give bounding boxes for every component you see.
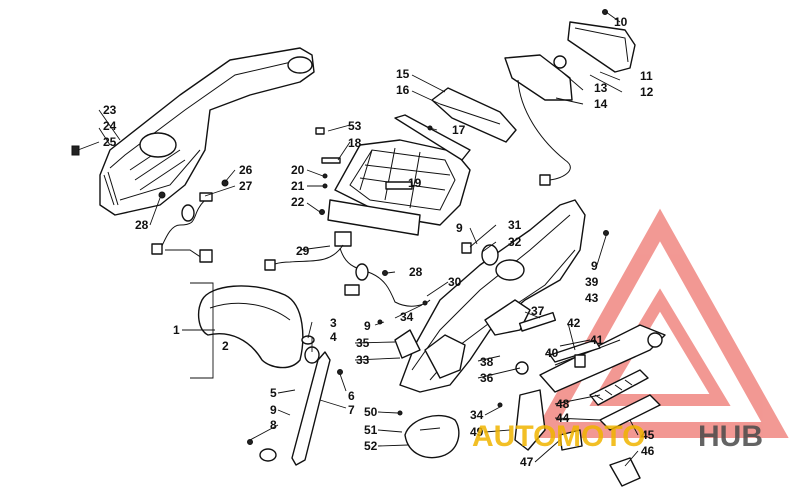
center-wiring-harness [264,231,431,307]
callout-26: 26 [239,163,253,177]
callout-32: 32 [508,235,522,249]
callout-11: 11 [640,69,653,83]
callout-28-b: 28 [409,265,423,279]
rear-pad [397,402,503,459]
callout-37: 37 [531,304,545,318]
callout-29: 29 [296,244,310,258]
callout-9-c: 9 [364,319,371,333]
callout-13: 13 [594,81,608,95]
callout-1: 1 [173,323,180,337]
callout-27: 27 [239,179,253,193]
callout-53: 53 [348,119,362,133]
holder-brackets [514,324,666,487]
callout-38: 38 [480,355,494,369]
callout-12: 12 [640,85,654,99]
callout-40: 40 [545,346,559,360]
callout-7: 7 [348,403,355,417]
callout-18: 18 [348,136,362,150]
callout-labels: 10 11 12 13 14 15 16 17 53 18 20 21 22 1… [103,15,655,469]
callout-51: 51 [364,423,378,437]
watermark-text: AUTO MOTO HUB [472,420,763,453]
callout-23: 23 [103,103,117,117]
callout-8: 8 [270,418,277,432]
callout-42: 42 [567,316,581,330]
callout-24: 24 [103,119,117,133]
callout-19: 19 [408,176,422,190]
rear-carrier-frame [377,199,609,393]
watermark-word-moto: MOTO [556,420,645,453]
callout-47: 47 [520,455,534,469]
callout-14: 14 [594,97,608,111]
callout-17: 17 [452,123,466,137]
callout-6: 6 [348,389,355,403]
callout-49: 49 [470,425,484,439]
watermark-word-auto: AUTO [472,420,556,453]
watermark-word-hub: HUB [698,420,763,453]
callout-33: 33 [356,353,370,367]
callout-48: 48 [556,397,570,411]
left-rack-rail [71,47,315,216]
callout-22: 22 [291,195,305,209]
callout-34-b: 34 [470,408,484,422]
tail-light-assembly [504,9,636,186]
callout-21: 21 [291,179,305,193]
callout-41: 41 [590,333,604,347]
callout-9-b: 9 [591,259,598,273]
left-wiring-harness [151,179,229,263]
callout-43: 43 [585,291,599,305]
leader-lines [77,11,639,467]
callout-5: 5 [270,386,277,400]
callout-4: 4 [330,330,337,344]
callout-20: 20 [291,163,305,177]
callout-50: 50 [364,405,378,419]
callout-46: 46 [641,444,655,458]
callout-9-d: 9 [270,403,277,417]
callout-3: 3 [330,316,337,330]
callout-28: 28 [135,218,149,232]
center-rack-frame [315,114,471,236]
callout-30: 30 [448,275,462,289]
callout-34: 34 [400,310,414,324]
callout-25: 25 [103,135,117,149]
callout-2: 2 [222,339,229,353]
callout-36: 36 [480,371,494,385]
backrest-assembly [197,285,343,466]
callout-35: 35 [356,336,370,350]
callout-10: 10 [614,15,628,29]
callout-16: 16 [396,83,410,97]
callout-52: 52 [364,439,378,453]
callout-45: 45 [641,428,655,442]
callout-31: 31 [508,218,522,232]
callout-39: 39 [585,275,599,289]
callout-9-a: 9 [456,221,463,235]
callout-15: 15 [396,67,410,81]
callout-44: 44 [556,411,570,425]
